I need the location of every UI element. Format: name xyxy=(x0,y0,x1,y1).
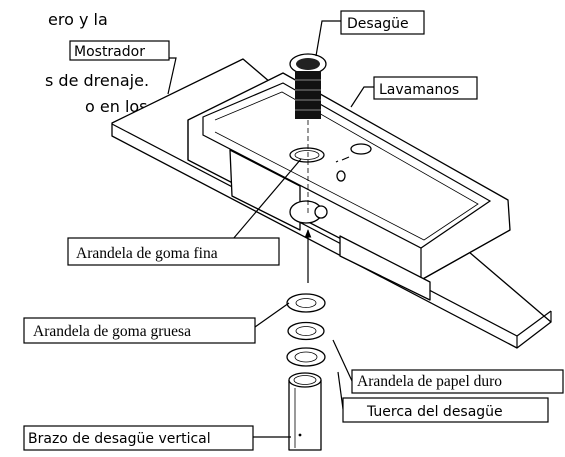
label-sink: Lavamanos xyxy=(373,76,478,100)
label-thick-washer-text: Arandela de goma gruesa xyxy=(33,323,191,340)
label-drain-text: Desagüe xyxy=(347,16,409,32)
label-paper-washer-text: Arandela de papel duro xyxy=(357,373,502,390)
label-tailpiece: Brazo de desagüe vertical xyxy=(23,425,254,451)
label-drain-nut: Tuerca del desagüe xyxy=(342,397,549,423)
label-thin-washer-text: Arandela de goma fina xyxy=(76,245,218,262)
thick-rubber-washer xyxy=(286,293,326,313)
text-fragment-1: ero y la xyxy=(48,10,108,29)
text-fragment-3: o en los xyxy=(85,97,148,116)
vertical-tailpiece xyxy=(288,372,322,451)
label-tailpiece-text: Brazo de desagüe vertical xyxy=(28,431,211,447)
drain-nut xyxy=(286,347,326,367)
label-sink-text: Lavamanos xyxy=(379,82,459,98)
label-countertop: Mostrador xyxy=(69,40,170,61)
label-drain-nut-text: Tuerca del desagüe xyxy=(366,404,503,420)
label-thick-washer: Arandela de goma gruesa xyxy=(23,317,256,344)
label-paper-washer: Arandela de papel duro xyxy=(351,369,564,394)
text-fragment-2: s de drenaje. xyxy=(45,71,149,90)
label-drain: Desagüe xyxy=(340,10,425,35)
label-thin-washer: Arandela de goma fina xyxy=(67,237,280,266)
paper-washer xyxy=(287,321,325,341)
label-countertop-text: Mostrador xyxy=(74,44,145,60)
leader-lines xyxy=(167,20,374,438)
sink-basin xyxy=(187,72,511,301)
drain-strainer xyxy=(289,53,327,119)
